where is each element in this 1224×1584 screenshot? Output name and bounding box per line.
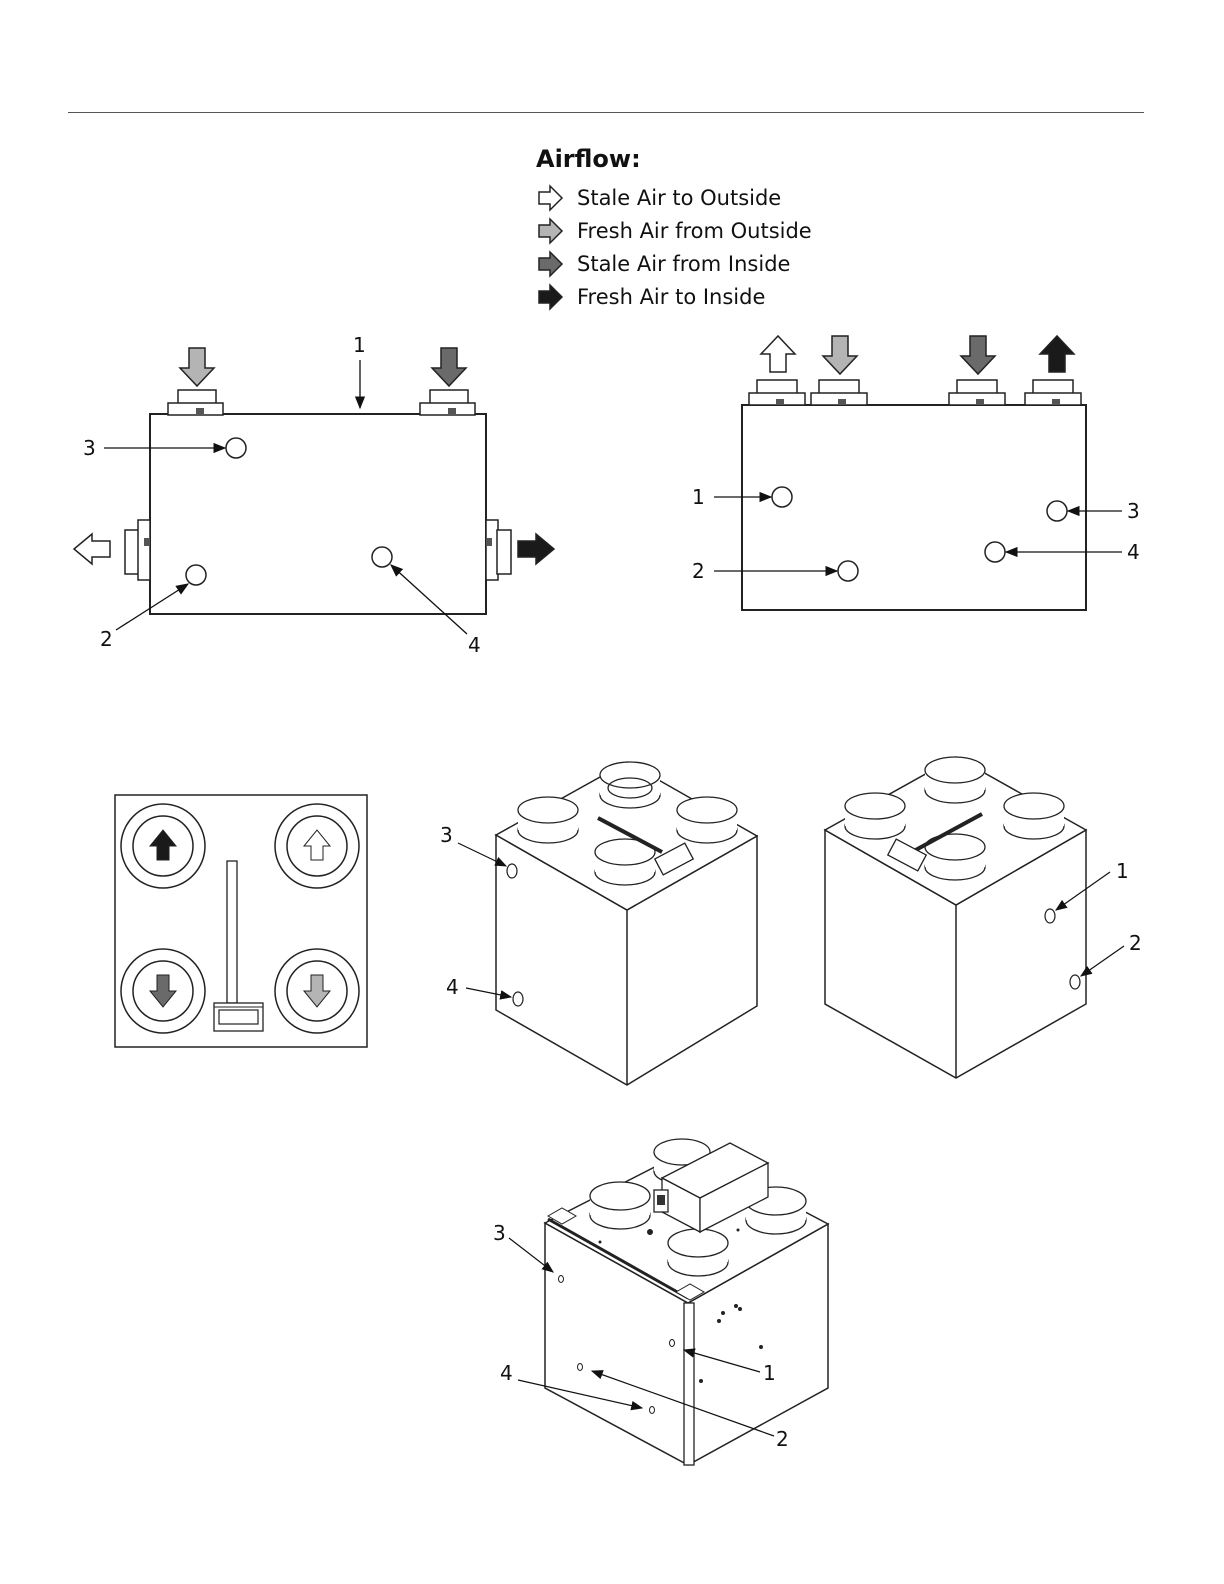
callout-label: 4 [500,1361,513,1385]
unit-body [742,405,1086,610]
diagram-d-iso-view: 3 4 [440,762,757,1085]
arrow-down-lightgray-icon [823,336,857,374]
corner-post [684,1303,694,1465]
callout-label: 1 [353,333,366,357]
port-collar-bottom-left [121,949,205,1033]
callout-label: 4 [1127,540,1140,564]
electrical-box [214,1003,263,1031]
port-2 [186,565,206,585]
port-3 [507,864,517,878]
callout-label: 3 [440,823,453,847]
diagram-b-front-view: 1 2 3 4 [692,336,1140,610]
port-1 [772,487,792,507]
port-collar-bottom-right [275,949,359,1033]
callout-label: 1 [763,1361,776,1385]
port-2 [838,561,858,581]
port-collar-top-left [121,804,205,888]
side-collar-left [125,520,150,580]
divider-bar [227,861,237,1003]
side-collar-right [486,520,511,580]
diagram-e-iso-view: 1 2 [825,757,1142,1078]
callout-label: 3 [493,1221,506,1245]
port-1 [670,1340,675,1347]
port-4 [513,992,523,1006]
port-1 [1045,909,1055,923]
port-2 [1070,975,1080,989]
port-3 [226,438,246,458]
callout-label: 3 [1127,499,1140,523]
port-3 [1047,501,1067,521]
port-4 [650,1407,655,1414]
top-collar-right [420,390,475,415]
arrow-up-white-icon [761,336,795,372]
arrow-down-darkgray-icon [432,348,466,386]
top-collar-left [168,390,223,415]
callout-label: 1 [1116,859,1129,883]
port-4 [372,547,392,567]
top-collars [749,380,1081,405]
port-4 [985,542,1005,562]
callout-label: 2 [1129,931,1142,955]
diagram-a-side-view: 1 2 3 4 [74,333,554,657]
port-2 [578,1364,583,1371]
port-collar-top-right [275,804,359,888]
arrow-down-lightgray-icon [180,348,214,386]
callout-label: 3 [83,436,96,460]
port-3 [559,1276,564,1283]
diagram-c-top-view [115,795,367,1047]
callout-label: 2 [100,627,113,651]
callout-label: 4 [446,975,459,999]
diagram-f-iso-view: 3 4 1 2 [493,1139,828,1465]
callout-label: 2 [776,1427,789,1451]
callout-label: 4 [468,633,481,657]
callout-label: 1 [692,485,705,509]
arrow-up-black-icon [1040,336,1074,372]
arrow-left-white-icon [74,534,110,564]
arrow-down-darkgray-icon [961,336,995,374]
arrow-right-black-icon [518,534,554,564]
callout-label: 2 [692,559,705,583]
